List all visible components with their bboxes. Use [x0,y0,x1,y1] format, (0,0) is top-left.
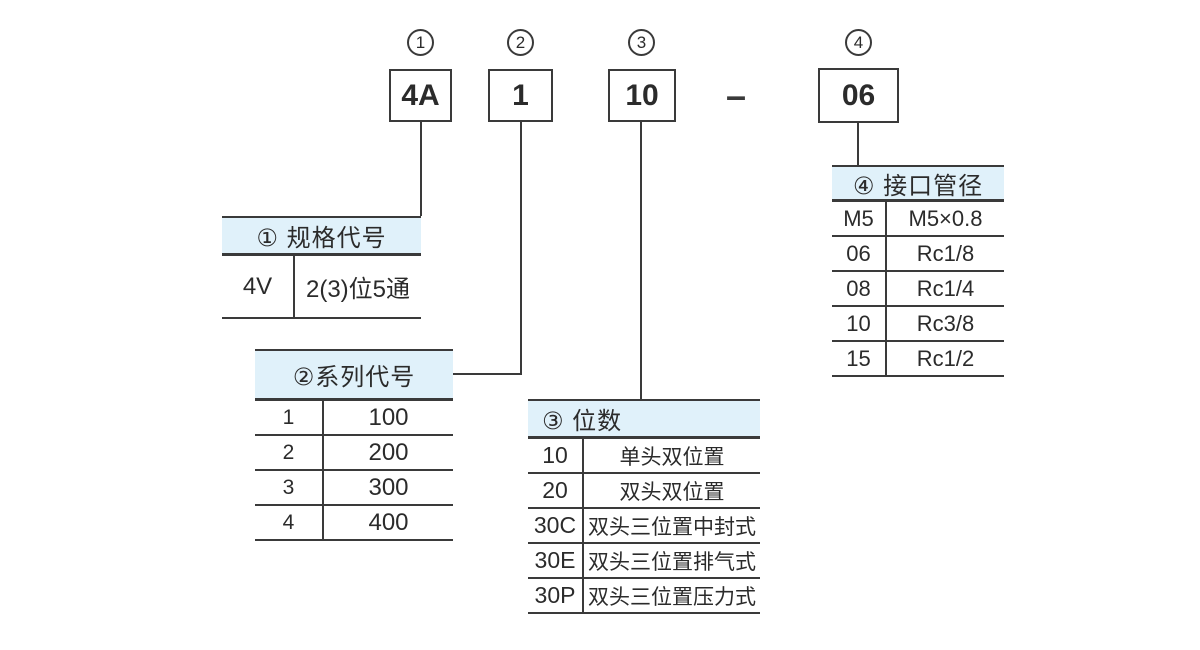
table-row: 15 Rc1/2 [832,342,1004,377]
connector-line-2-horizontal [453,373,522,375]
table-positions: ③ 位数 10 单头双位置 20 双头双位置 30C 双头三位置中封式 30E … [528,399,760,614]
index-circle-2: 2 [507,29,534,56]
code-cell: 2 [255,436,324,469]
table-row: 08 Rc1/4 [832,272,1004,307]
table-row: 30P 双头三位置压力式 [528,579,760,614]
code-box-port-size: 06 [818,68,899,123]
code-cell: 1 [255,401,324,434]
code-cell: 10 [528,439,584,472]
desc-cell: 双头三位置中封式 [588,515,756,539]
table-row: 10 Rc3/8 [832,307,1004,342]
table-row: 30C 双头三位置中封式 [528,509,760,544]
code-cell: 20 [528,474,584,507]
table-row: 2 200 [255,436,453,471]
code-cell: 15 [832,342,887,375]
code-cell: 30P [528,579,584,612]
table-row: 30E 双头三位置排气式 [528,544,760,579]
desc-cell: Rc1/4 [916,275,975,301]
code-cell: 4 [255,506,324,539]
table-title: ③ 位数 [528,399,760,439]
code-cell: 3 [255,471,324,504]
connector-line-4 [857,121,859,167]
desc-cell: 100 [368,403,409,431]
table-row: 3 300 [255,471,453,506]
table-title: ① 规格代号 [222,216,421,256]
index-circle-3: 3 [628,29,655,56]
code-cell: 30E [528,544,584,577]
desc-cell: M5×0.8 [908,205,983,231]
desc-cell: 200 [368,438,409,466]
code-cell: 10 [832,307,887,340]
code-cell: M5 [832,202,887,235]
table-spec-code: ① 规格代号 4V 2(3)位5通 [222,216,421,319]
desc-cell: Rc1/2 [916,345,975,371]
desc-cell: 单头双位置 [619,445,725,469]
connector-line-3 [640,120,642,401]
code-box-positions: 10 [608,69,676,122]
connector-line-2-vertical [520,120,522,375]
code-box-series: 1 [488,69,553,122]
code-cell: 4V [222,256,295,317]
table-row: 10 单头双位置 [528,439,760,474]
code-cell: 08 [832,272,887,305]
index-circle-4: 4 [845,29,872,56]
desc-cell: 300 [368,473,409,501]
table-title: ②系列代号 [255,349,453,401]
desc-cell: 双头三位置压力式 [588,585,756,609]
dash-separator: – [725,75,747,116]
table-series-code: ②系列代号 1 100 2 200 3 300 4 400 [255,349,453,541]
code-cell: 06 [832,237,887,270]
code-box-spec: 4A [389,69,452,122]
table-row: 4V 2(3)位5通 [222,256,421,319]
table-row: 20 双头双位置 [528,474,760,509]
desc-cell: Rc1/8 [916,240,975,266]
desc-cell: 400 [368,508,409,536]
table-row: 1 100 [255,401,453,436]
desc-cell: Rc3/8 [916,310,975,336]
table-title: ④ 接口管径 [832,165,1004,202]
index-circle-1: 1 [407,29,434,56]
desc-cell: 双头三位置排气式 [588,550,756,574]
table-row: 06 Rc1/8 [832,237,1004,272]
connector-line-1 [420,120,422,216]
table-row: M5 M5×0.8 [832,202,1004,237]
code-cell: 30C [528,509,584,542]
desc-cell: 双头双位置 [619,480,725,504]
table-row: 4 400 [255,506,453,541]
desc-cell: 2(3)位5通 [305,276,411,303]
table-port-size: ④ 接口管径 M5 M5×0.8 06 Rc1/8 08 Rc1/4 10 Rc… [832,165,1004,377]
